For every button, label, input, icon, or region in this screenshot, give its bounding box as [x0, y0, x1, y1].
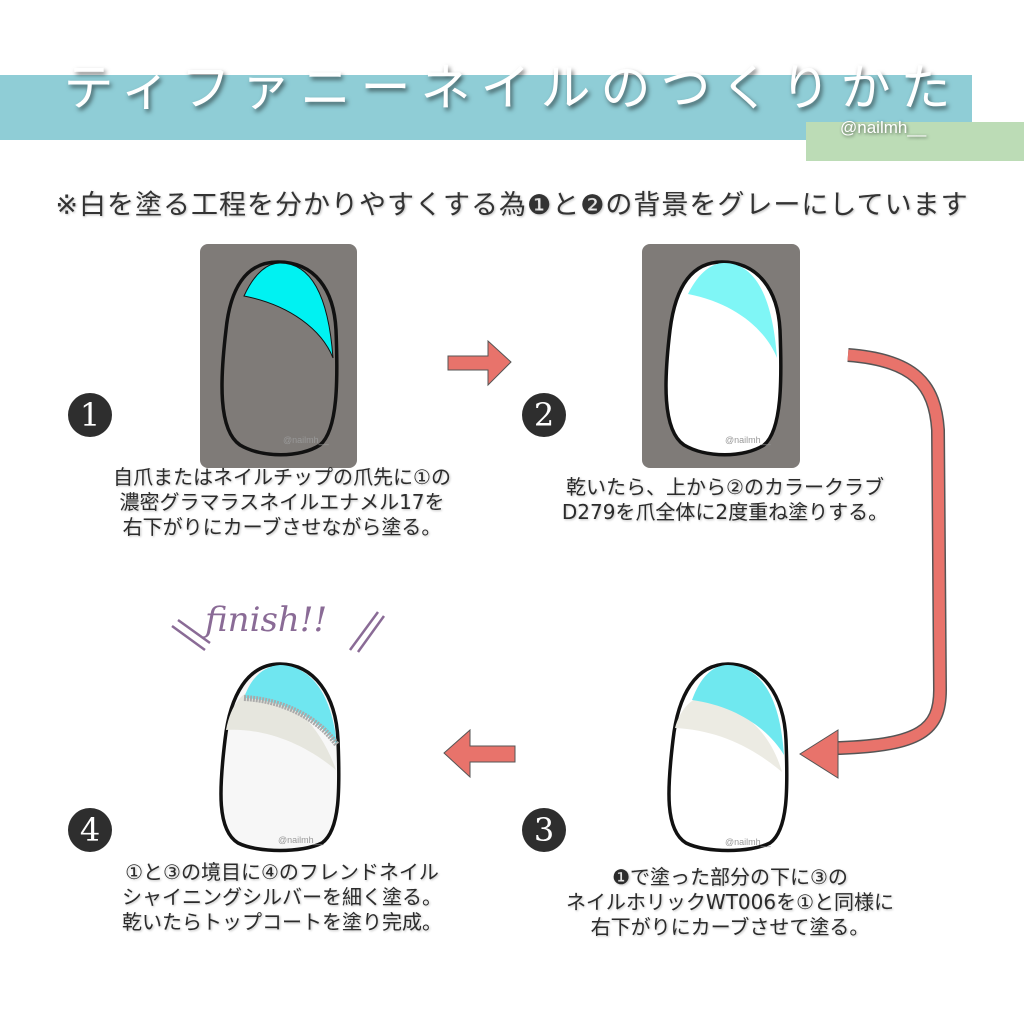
text-line: ①と③の境目に④のフレンドネイル: [125, 860, 439, 884]
watermark: @nailmh__: [278, 835, 325, 845]
text-line: シャイニングシルバーを細く塗る。: [122, 885, 442, 909]
finish-label: finish!!: [205, 600, 328, 640]
text-line: 乾いたらトップコートを塗り完成。: [122, 910, 442, 934]
nail-step-2: @nailmh__: [642, 244, 800, 468]
watermark: @nailmh__: [725, 837, 772, 847]
text-line: 右下がりにカーブさせながら塗る。: [122, 515, 442, 539]
text-line: 乾いたら、上から②のカラークラブ: [566, 475, 884, 499]
text-line: 自爪またはネイルチップの爪先に①の: [113, 465, 451, 489]
author-handle: @nailmh__: [840, 118, 927, 137]
step-4-text: ①と③の境目に④のフレンドネイル シャイニングシルバーを細く塗る。 乾いたらトッ…: [62, 860, 502, 935]
step-1-text: 自爪またはネイルチップの爪先に①の 濃密グラマラスネイルエナメル17を 右下がり…: [62, 465, 502, 540]
curved-arrow-icon: [836, 348, 948, 755]
watermark: @nailmh__: [283, 435, 330, 445]
step-number-2: 2: [522, 393, 566, 437]
finish-decoration: [171, 611, 386, 653]
nail-step-1: @nailmh__: [200, 244, 357, 468]
step-number-1: 1: [68, 393, 112, 437]
step-number-3: 3: [522, 808, 566, 852]
note-text: ※白を塗る工程を分かりやすくする為❶と❷の背景をグレーにしています: [55, 190, 969, 221]
step-2-text: 乾いたら、上から②のカラークラブ D279を爪全体に2度重ね塗りする。: [505, 475, 945, 525]
text-line: 濃密グラマラスネイルエナメル17を: [119, 490, 445, 514]
text-line: D279を爪全体に2度重ね塗りする。: [561, 500, 889, 524]
arrow-left-icon: [443, 728, 516, 779]
nail-step-3: @nailmh__: [667, 662, 789, 853]
handle-band: [806, 122, 1024, 161]
step-3-text: ❶で塗った部分の下に③の ネイルホリックWT006を①と同様に 右下がりにカーブ…: [510, 865, 950, 940]
watermark: @nailmh__: [725, 435, 772, 445]
text-line: ❶で塗った部分の下に③の: [612, 865, 848, 889]
arrow-right-icon: [447, 339, 512, 387]
nail-step-4: @nailmh__: [219, 662, 341, 853]
step-number-4: 4: [68, 808, 112, 852]
page-title: ティファニーネイルのつくりかた: [63, 59, 961, 117]
text-line: ネイルホリックWT006を①と同様に: [565, 890, 895, 914]
text-line: 右下がりにカーブさせて塗る。: [590, 915, 870, 939]
